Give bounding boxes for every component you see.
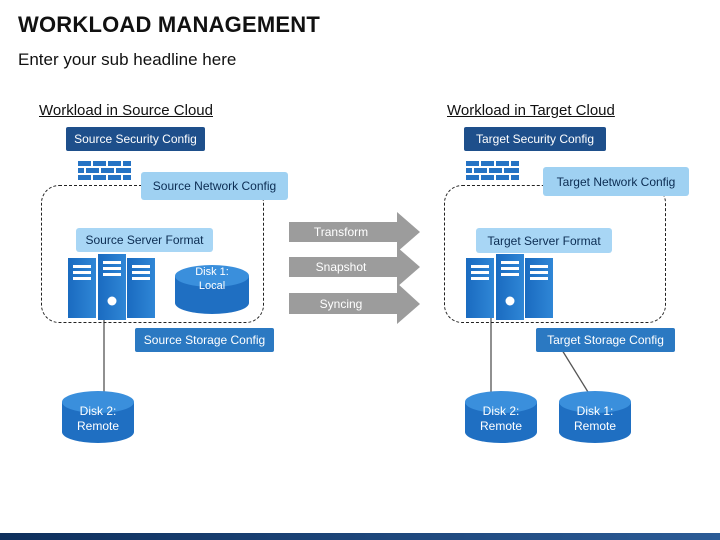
snapshot-arrow [289,247,420,287]
target-disk2-remote-label: Disk 2: Remote [479,404,523,433]
connector-target-storage-disk1 [561,349,589,393]
page-subtitle: Enter your sub headline here [18,50,237,69]
target-server-format: Target Server Format [476,228,612,253]
source-firewall-icon [78,161,131,180]
source-security-config: Source Security Config [66,127,205,151]
target-firewall-icon [466,161,519,180]
source-disk-local-label: Disk 1: Local [195,266,229,292]
target-storage-config: Target Storage Config [536,328,675,352]
transform-label: Transform [313,225,369,239]
page-title: WORKLOAD MANAGEMENT [18,12,320,37]
target-heading: Workload in Target Cloud [447,102,615,119]
snapshot-label: Snapshot [315,260,367,274]
source-server-format: Source Server Format [76,228,213,252]
footer-bar [0,533,720,540]
source-disk-remote-label: Disk 2: Remote [76,404,120,433]
target-disk1-remote-label: Disk 1: Remote [573,404,617,433]
source-network-config: Source Network Config [141,172,288,200]
target-disk2-remote-icon [465,391,537,443]
target-server-rack-icon [466,254,553,320]
syncing-label: Syncing [319,297,363,311]
source-heading: Workload in Source Cloud [39,102,213,119]
target-disk1-remote-icon [559,391,631,443]
source-server-rack-icon [68,254,155,320]
target-security-config: Target Security Config [464,127,606,151]
target-cloud-boundary [444,185,666,323]
source-cloud-boundary [41,185,264,323]
syncing-arrow [289,283,420,324]
source-disk-local-icon [175,265,249,314]
source-disk-remote-icon [62,391,134,443]
target-network-config: Target Network Config [543,167,689,196]
source-storage-config: Source Storage Config [135,328,274,352]
transform-arrow [289,212,420,252]
